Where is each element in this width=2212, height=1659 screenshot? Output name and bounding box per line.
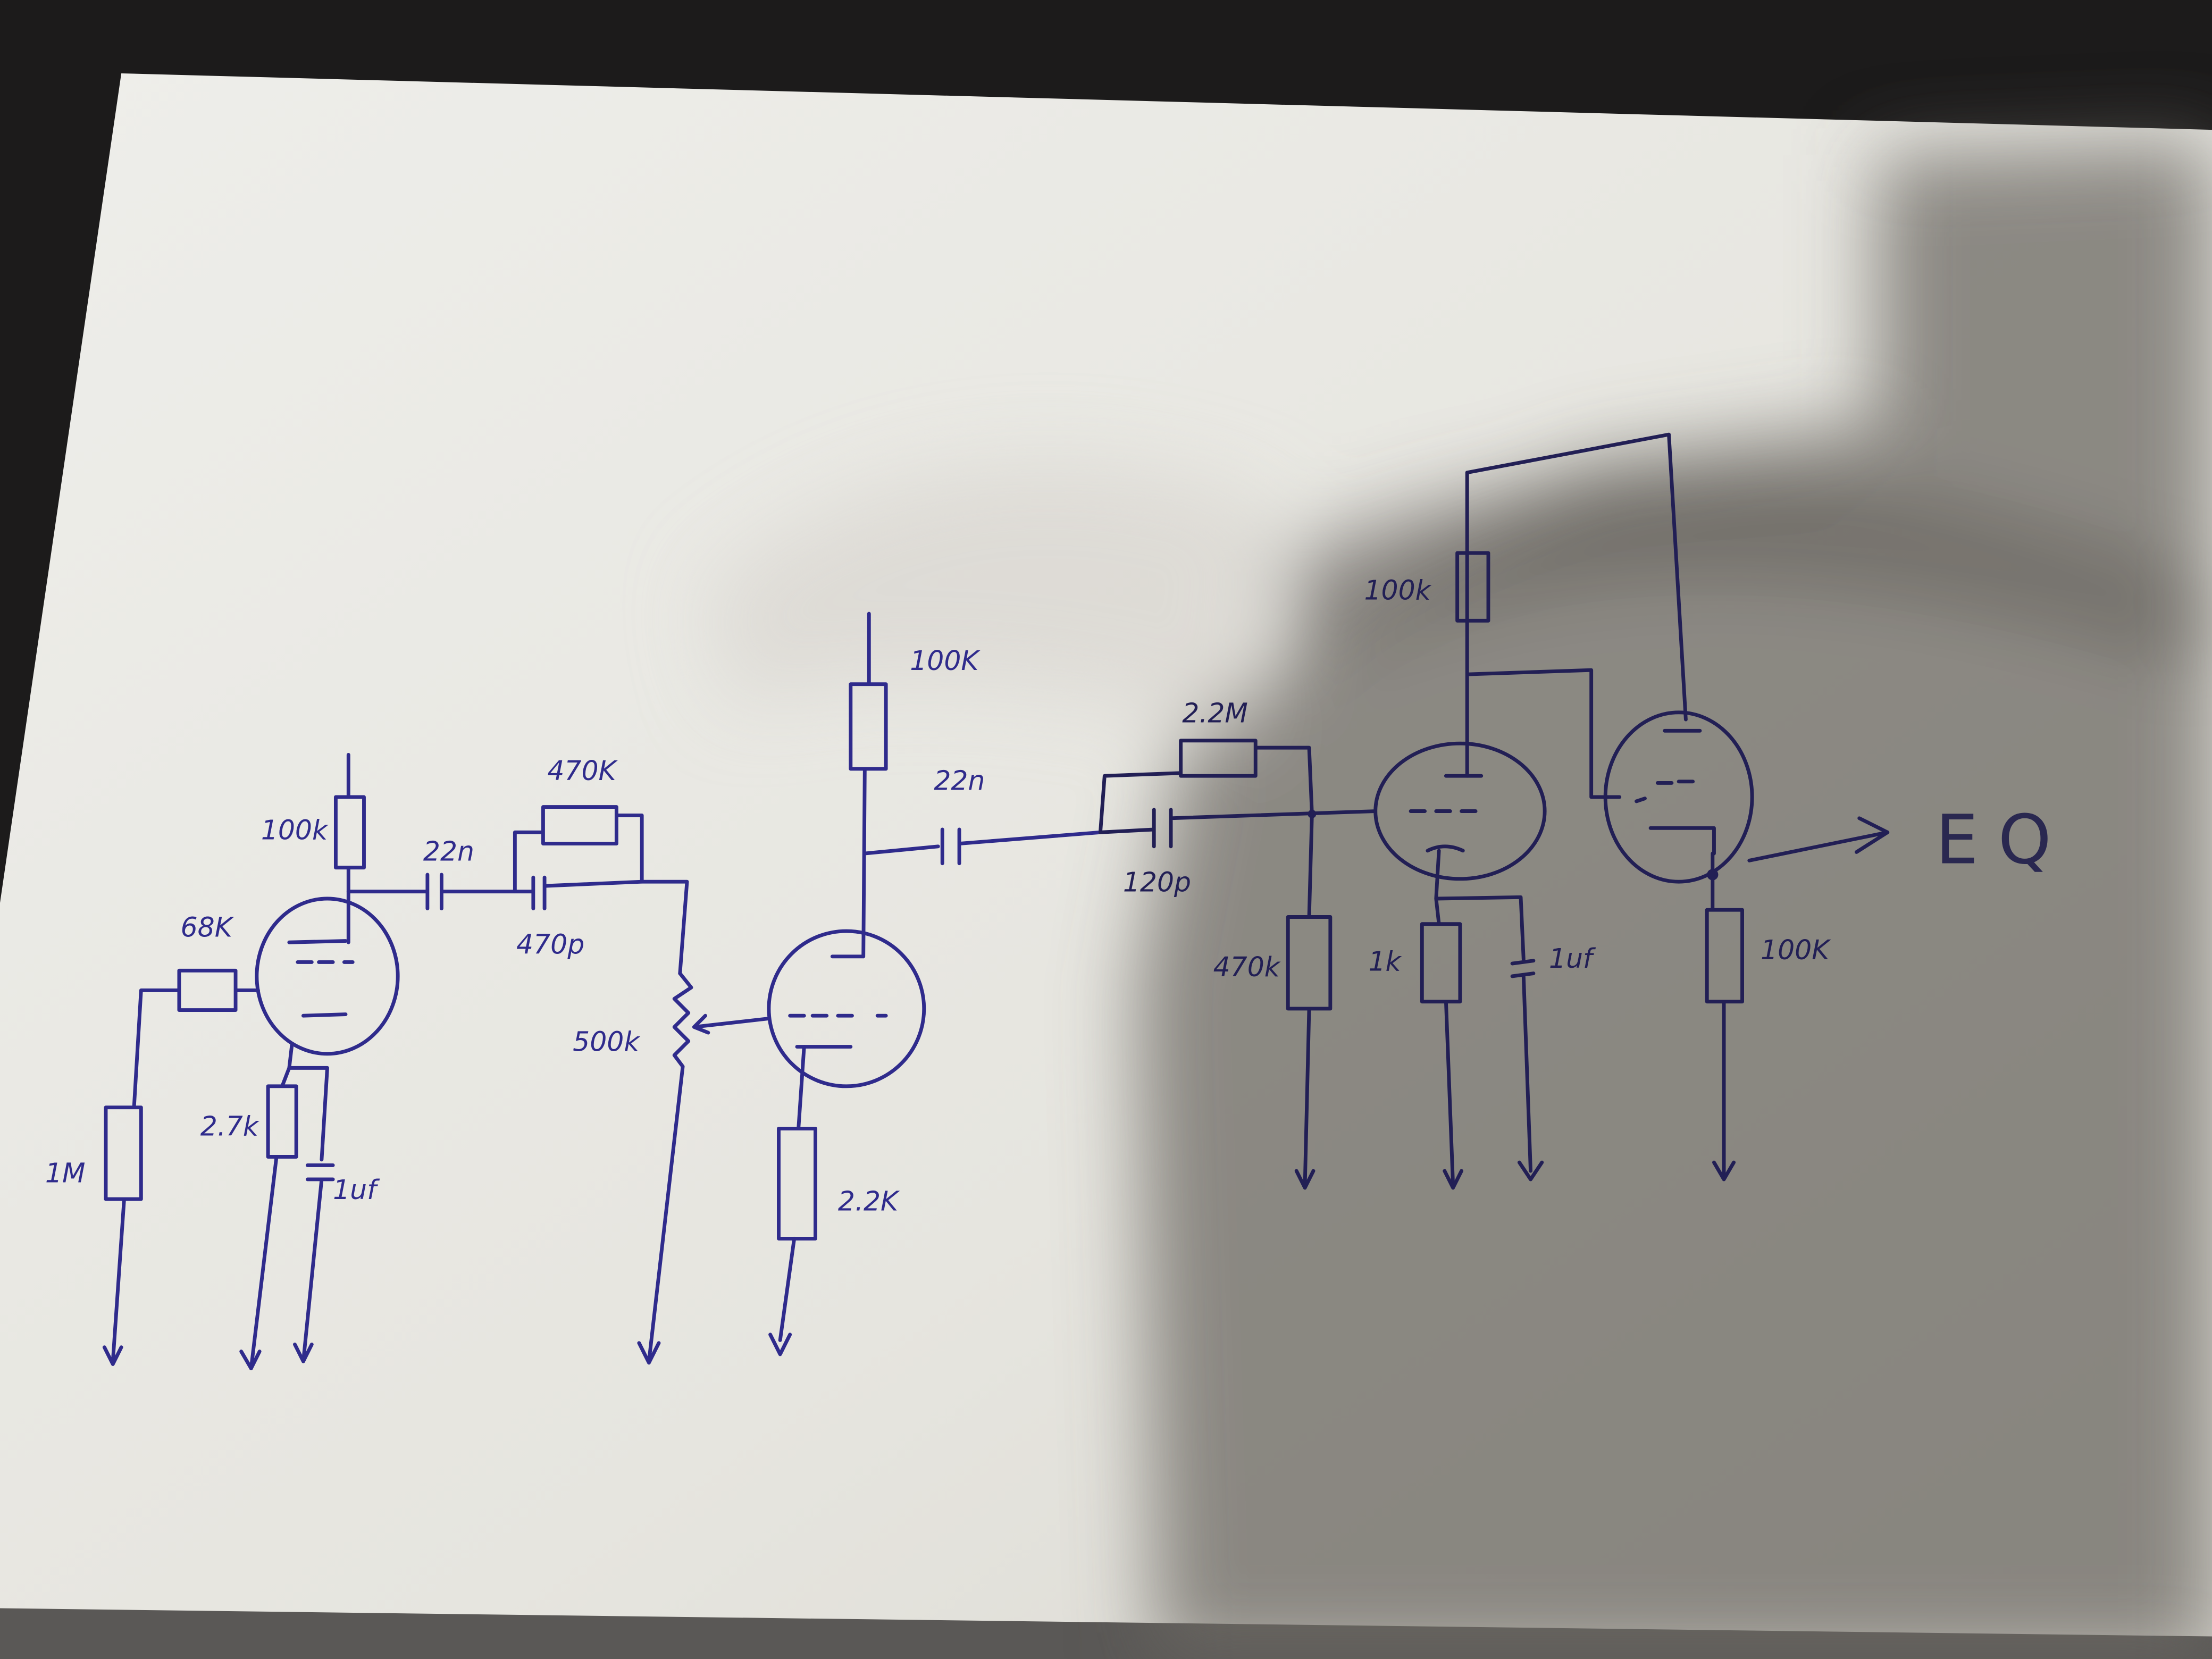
label-stage2-coupling-cap: 22n [934, 765, 985, 797]
hand-shadow [705, 141, 2212, 1659]
label-stage1-tone-cap: 470p [516, 928, 584, 960]
tube-2 [767, 929, 926, 1088]
label-stage1-plate-resistor: 100k [261, 815, 329, 846]
label-stage3-follower-resistor: 100K [1761, 934, 1831, 966]
label-stage1-coupling-cap: 22n [423, 835, 474, 867]
label-stage1-grid-leak: 1M [45, 1157, 86, 1188]
label-stage3-feedback-cap: 120p [1123, 867, 1191, 898]
stage-2: 100K 22n 2.2K [767, 611, 1102, 1342]
label-output-eq: EQ [1936, 801, 2071, 880]
label-stage1-pot: 500k [573, 1026, 640, 1058]
label-stage1-cathode-resistor: 2.7k [200, 1111, 259, 1142]
label-stage1-cathode-cap: 1uf [333, 1174, 380, 1205]
tube-1 [255, 896, 400, 1056]
label-stage3-plate-resistor: 100k [1364, 575, 1432, 606]
label-stage3-feedback-resistor: 2.2M [1182, 697, 1248, 728]
stage-1: 100k 68K 1M 2.7k 1uf 22n 470K 470p 500k [45, 752, 792, 1370]
label-stage3-cathode-cap: 1uf [1549, 943, 1596, 974]
label-stage2-cathode-resistor: 2.2K [838, 1185, 900, 1217]
label-stage3-cathode-resistor: 1k [1368, 945, 1402, 977]
label-stage3-grid-leak: 470k [1213, 951, 1281, 983]
label-stage1-grid-resistor: 68K [181, 912, 234, 943]
label-stage1-tone-resistor: 470K [547, 755, 618, 786]
stage-3: 2.2M 120p 470k 100k 1k 1uf 100K EQ [1098, 432, 2071, 1190]
pot-500k [647, 971, 693, 1363]
output-arrow [1747, 816, 1890, 862]
tube-3 [1373, 741, 1547, 881]
tube-4 [1603, 710, 1754, 884]
label-stage2-plate-resistor: 100K [910, 645, 981, 676]
